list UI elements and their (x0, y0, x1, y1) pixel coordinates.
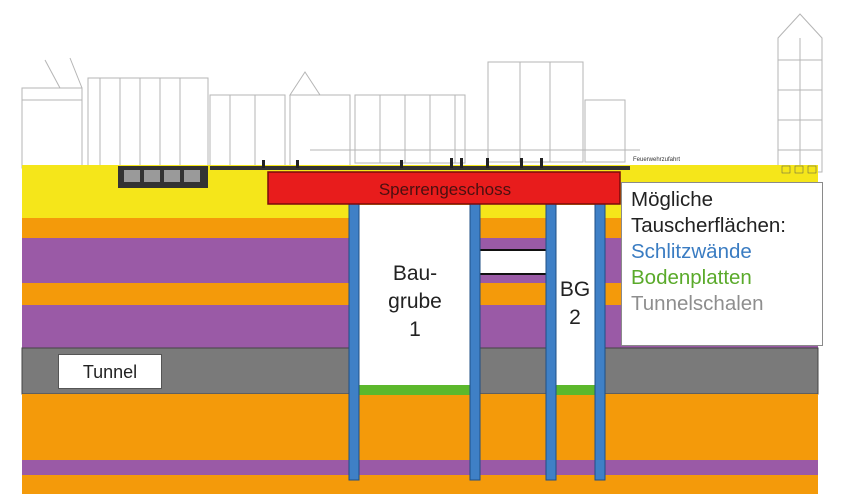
ground-line (210, 166, 630, 170)
sperrengeschoss-label: Sperrengeschoss (378, 180, 512, 199)
legend-item-schlitzwaende: Schlitzwände (631, 240, 752, 263)
baugrube-1-line-2: grube (388, 290, 442, 313)
baugrube-1-line-1: Bau- (392, 262, 438, 285)
bodenplatte-1 (357, 385, 473, 395)
schlitzwand-4 (594, 199, 606, 481)
bg2-pit (550, 205, 600, 387)
baugrube-1-pit (357, 205, 473, 387)
corridor-gap (472, 249, 551, 275)
stratum-orange-4 (22, 475, 818, 494)
bg2-line-2: 2 (569, 306, 581, 329)
stratum-orange-3 (22, 394, 818, 460)
building-sketch (21, 13, 823, 173)
bg2-label: BG 2 (552, 276, 598, 332)
bodenplatte-2 (550, 385, 600, 395)
stratum-purple-3 (22, 460, 818, 475)
yellow-boxes (781, 165, 817, 174)
legend-title-line-2: Tauscherflächen: (631, 214, 786, 237)
baugrube-1-line-3: 1 (409, 318, 421, 341)
legend-title-line-1: Mögliche (631, 188, 714, 211)
sperrengeschoss-slab (267, 171, 621, 205)
legend-box: Mögliche Tauscherflächen: Schlitzwände B… (621, 182, 823, 346)
tunnel-label-box (58, 354, 162, 389)
schlitzwand-1 (348, 199, 360, 481)
bg2-line-1: BG (559, 278, 591, 301)
baugrube-1-label: Bau- grube 1 (362, 260, 468, 344)
legend-item-bodenplatten: Bodenplatten (631, 266, 752, 289)
tunnel-label: Tunnel (82, 362, 138, 382)
schlitzwand-3 (545, 199, 557, 481)
basement-windows (124, 170, 200, 182)
small-sign-text: Feuerwehrzufahrt (633, 157, 681, 163)
legend-item-tunnelschalen: Tunnelschalen (631, 292, 764, 315)
people (262, 158, 543, 168)
schlitzwand-2 (469, 199, 481, 481)
